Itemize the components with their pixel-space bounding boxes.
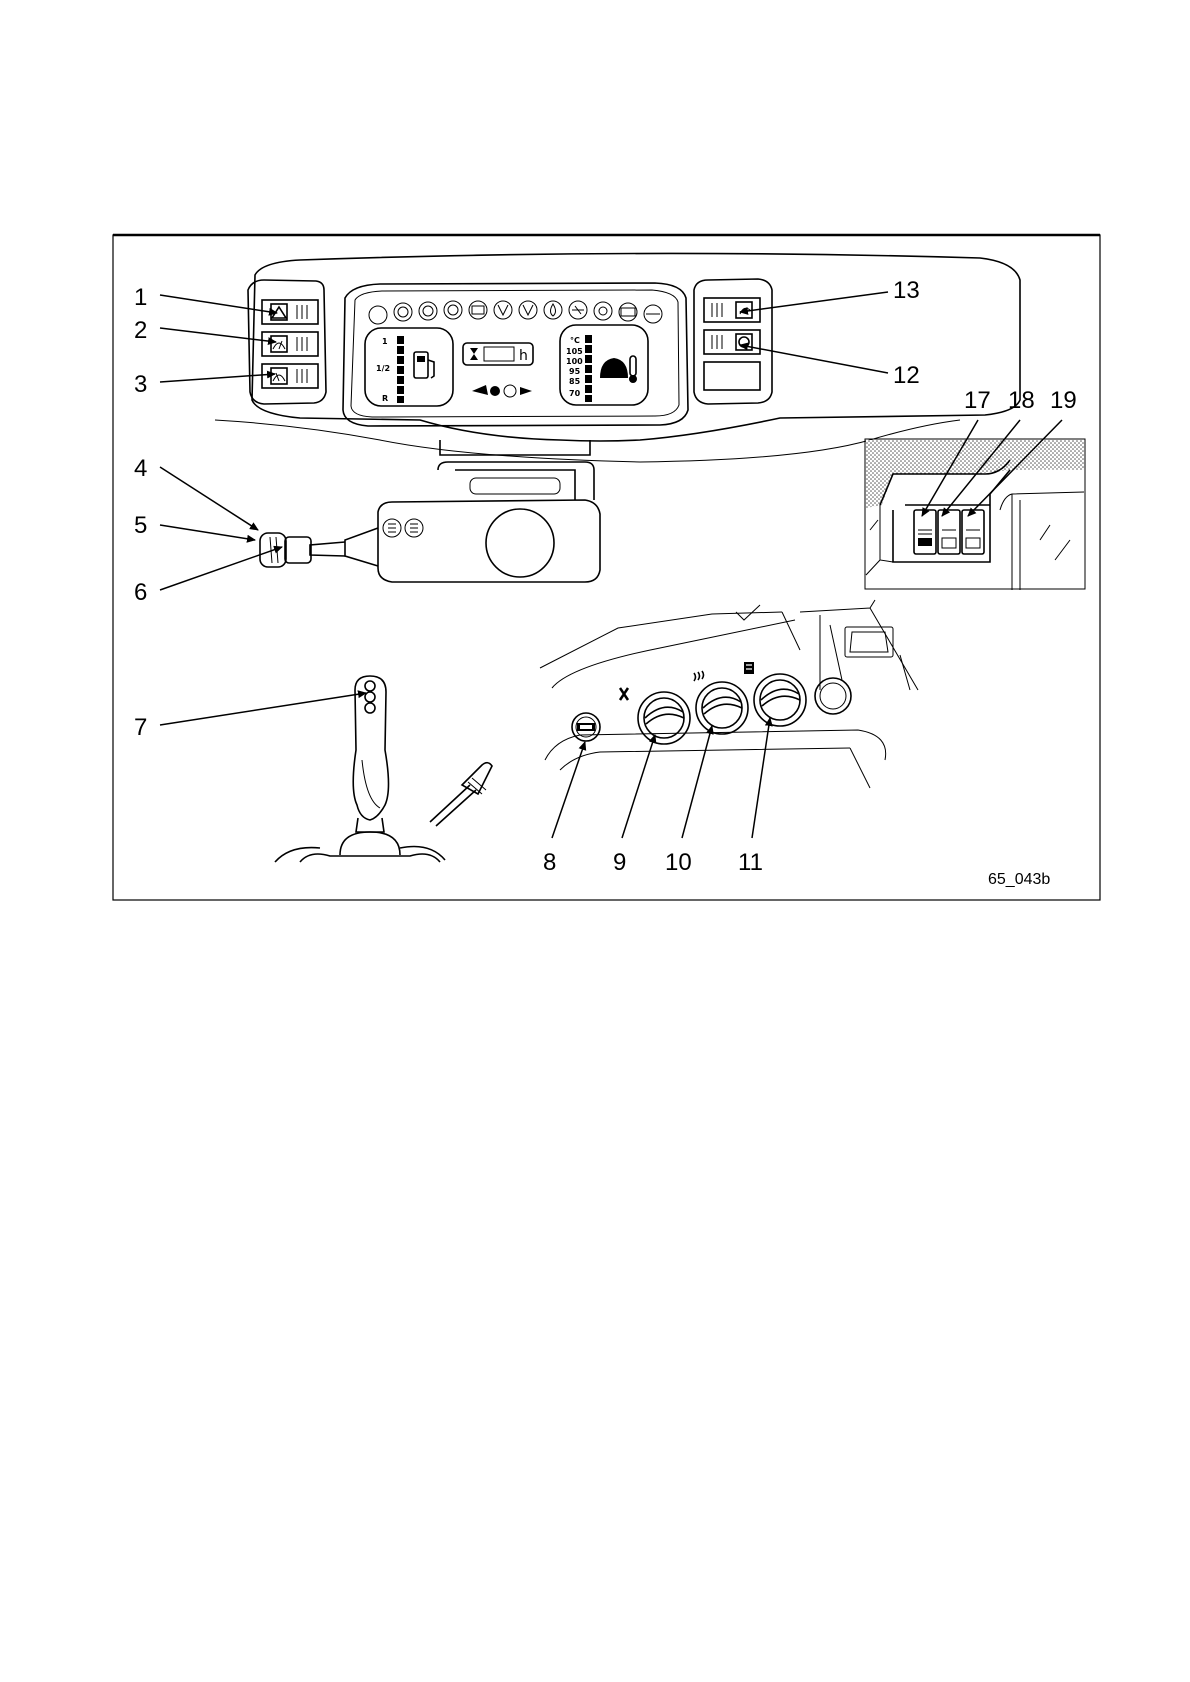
fuel-gauge: 1 1/2 R: [365, 328, 453, 406]
fan-icon: [620, 688, 628, 700]
coolant-thermometer-icon: [600, 356, 637, 383]
cab-switch-panel-inset: [865, 439, 1085, 590]
temp-scale-70: 70: [569, 389, 581, 398]
temp-scale-85: 85: [569, 377, 581, 386]
heat-flow-icon: [694, 671, 704, 681]
temp-scale-105: 105: [566, 347, 583, 356]
defrost-icon: [744, 662, 754, 674]
rear-wiper-switch[interactable]: [271, 368, 307, 384]
callout-10: 10: [665, 849, 692, 876]
callout-11: 11: [738, 849, 763, 876]
coolant-temp-gauge: °C 105 100 95 85 70: [560, 325, 648, 405]
callout-2: 2: [134, 317, 147, 344]
temp-unit-label: °C: [570, 336, 580, 345]
fuel-scale-full: 1: [382, 337, 388, 346]
right-switch-pod: [694, 279, 772, 404]
temp-scale-95: 95: [569, 367, 581, 376]
fuel-scale-half: 1/2: [376, 364, 390, 373]
fuel-pump-icon: [414, 352, 434, 378]
heater-control-panel: [540, 600, 918, 788]
callout-13: 13: [893, 277, 920, 304]
callout-9: 9: [613, 849, 626, 876]
callout-5: 5: [134, 512, 147, 539]
fuel-scale-reserve: R: [382, 394, 388, 403]
work-light-switch[interactable]: [712, 302, 752, 318]
callout-6: 6: [134, 579, 147, 606]
beacon-switch[interactable]: [712, 334, 752, 350]
hour-meter: h: [463, 343, 533, 365]
temp-scale-100: 100: [566, 357, 583, 366]
callout-19: 19: [1050, 387, 1077, 414]
callout-17: 17: [964, 387, 991, 414]
wiper-switch[interactable]: [271, 336, 307, 352]
joystick[interactable]: [275, 676, 492, 862]
hour-meter-unit: h: [519, 348, 528, 364]
warning-lamp-row: [369, 301, 662, 324]
callout-12: 12: [893, 362, 920, 389]
steering-column-stalk: [260, 500, 600, 582]
callout-4: 4: [134, 455, 147, 482]
hazard-warning-switch[interactable]: [271, 304, 307, 320]
callout-8: 8: [543, 849, 556, 876]
figure-frame: [113, 235, 1100, 900]
callout-7: 7: [134, 714, 147, 741]
callout-3: 3: [134, 371, 147, 398]
drive-indicator-icons: [472, 385, 532, 397]
figure-reference-code: 65_043b: [988, 871, 1050, 888]
callout-18: 18: [1008, 387, 1035, 414]
callout-1: 1: [134, 284, 147, 311]
